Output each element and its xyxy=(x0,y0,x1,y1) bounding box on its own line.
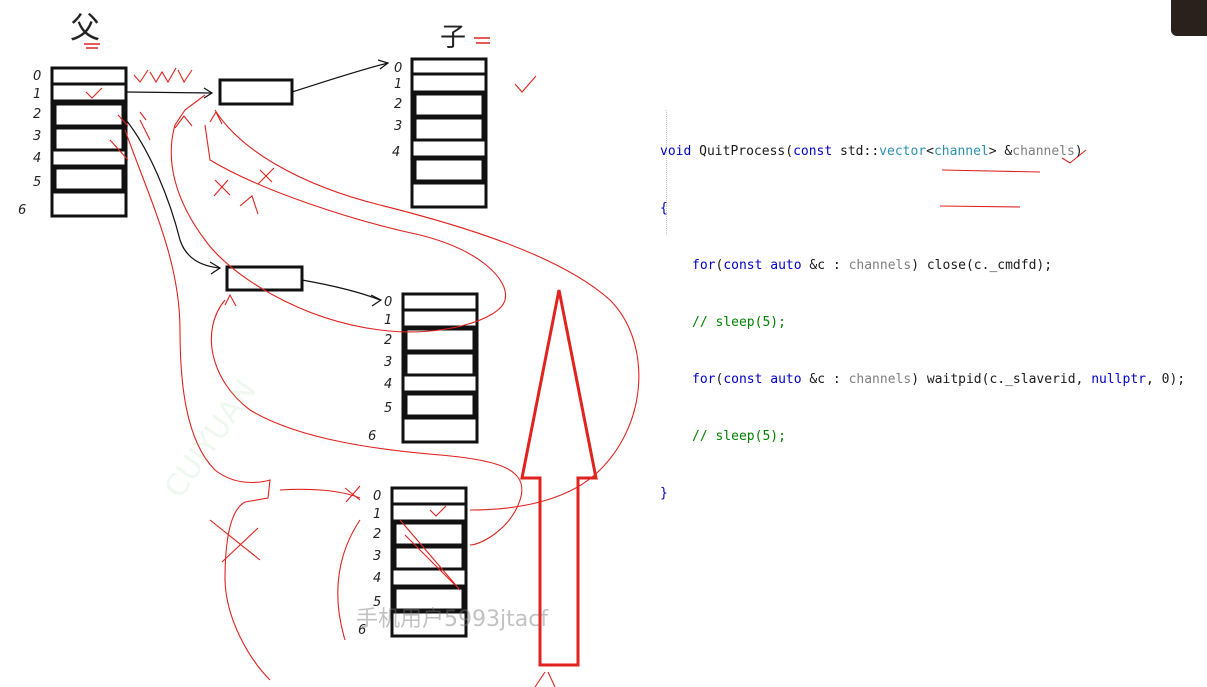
fd-number: 3 xyxy=(33,129,41,144)
check-mark xyxy=(85,87,103,99)
fd-number: 4 xyxy=(33,151,41,166)
fd-number: 5 xyxy=(373,595,381,610)
fd-number: 3 xyxy=(373,549,381,564)
curve-loop-1 xyxy=(170,94,507,333)
arrow-parent-to-pipe1 xyxy=(125,91,213,94)
check-mark xyxy=(1061,149,1087,164)
code-line: { xyxy=(660,201,668,216)
fd-number: 0 xyxy=(394,61,402,76)
fd-number: 0 xyxy=(33,69,41,84)
fd-number: 1 xyxy=(33,87,41,102)
parent-label: 父 xyxy=(70,11,100,46)
child1-fd-table xyxy=(410,57,488,209)
code-line: } xyxy=(660,486,668,501)
presenter-avatar xyxy=(1171,0,1207,36)
pipe-box-2 xyxy=(225,265,304,292)
check-mark xyxy=(429,505,447,517)
arrow-pipe1-to-child1 xyxy=(291,62,389,93)
fd-number: 0 xyxy=(384,295,392,310)
child3-fd-numbers: 0 1 2 3 4 5 6 xyxy=(358,489,381,638)
fd-number: 1 xyxy=(384,313,392,328)
code-line: for(const auto &c : channels) close(c._c… xyxy=(692,258,1053,273)
code-line: void QuitProcess(const std::vector<chann… xyxy=(660,144,1083,159)
arrow-parent-to-pipe2 xyxy=(125,119,221,269)
code-underline-close xyxy=(941,169,1041,173)
fd-number: 6 xyxy=(18,203,26,218)
fd-number: 1 xyxy=(394,77,402,92)
code-line: for(const auto &c : channels) waitpid(c.… xyxy=(692,372,1186,387)
fd-number: 0 xyxy=(373,489,381,504)
child3-fd-table xyxy=(390,486,468,638)
fd-number: 1 xyxy=(373,507,381,522)
child-label-underline xyxy=(474,37,490,44)
child1-fd-numbers: 0 1 2 3 4 xyxy=(392,61,402,160)
fd-number: 4 xyxy=(373,571,381,586)
fd-number: 5 xyxy=(384,401,392,416)
cross-mark xyxy=(213,179,231,197)
fd-number: 4 xyxy=(384,377,392,392)
faint-watermark: CUIYUAN xyxy=(158,374,264,505)
parent-fd-table xyxy=(50,66,128,218)
parent-label-underline xyxy=(84,43,100,49)
check-marks xyxy=(133,67,193,84)
code-underline-waitpid xyxy=(939,205,1021,208)
cross-mark xyxy=(344,485,361,503)
fd-number: 2 xyxy=(373,527,381,542)
fd-number: 5 xyxy=(33,175,41,190)
pipe-box-1 xyxy=(218,78,294,106)
fd-number: 3 xyxy=(394,119,402,134)
child2-fd-numbers: 0 1 2 3 4 5 6 xyxy=(368,295,392,444)
child2-fd-table xyxy=(401,292,479,444)
curve-loop-4 xyxy=(124,129,271,681)
child-label: 子 xyxy=(440,23,466,53)
curve-loop-3 xyxy=(210,299,523,546)
cross-mark xyxy=(257,167,275,185)
fd-number: 6 xyxy=(358,623,366,638)
code-line: // sleep(5); xyxy=(692,429,786,444)
fd-number: 6 xyxy=(368,429,376,444)
red-pen-annotations xyxy=(85,67,1087,687)
fd-number: 4 xyxy=(392,145,400,160)
fd-number: 2 xyxy=(394,97,402,112)
black-arrows xyxy=(125,59,390,307)
arrow-pipe2-to-child2 xyxy=(301,279,381,301)
fd-number: 2 xyxy=(33,107,41,122)
cross-mark xyxy=(209,519,261,563)
curve-loop-2 xyxy=(214,109,640,511)
code-gutter-guide xyxy=(666,110,667,235)
user-watermark: 手机用户5993jtacf xyxy=(356,607,549,632)
parent-fd-numbers: 0 1 2 3 4 5 6 xyxy=(18,69,41,218)
check-mark xyxy=(514,75,537,93)
big-red-arrow xyxy=(520,289,598,667)
code-line: // sleep(5); xyxy=(692,315,786,330)
fd-number: 3 xyxy=(384,355,392,370)
code-editor: void QuitProcess(const std::vector<chann… xyxy=(660,104,1185,522)
fd-number: 2 xyxy=(384,333,392,348)
